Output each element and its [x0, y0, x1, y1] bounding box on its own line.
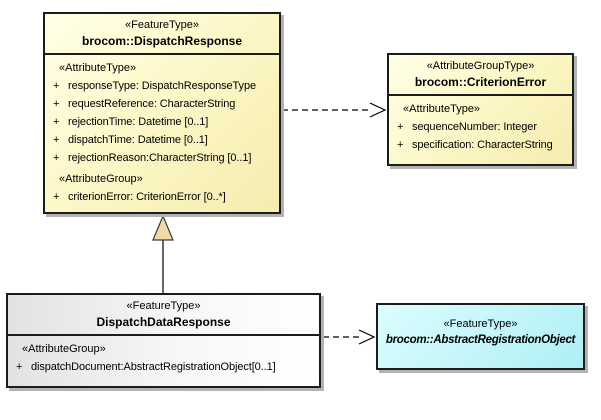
visibility-marker: + [53, 98, 60, 110]
attribute-type-stereotype: «AttributeType» [59, 62, 137, 74]
attribute-type-stereotype: «AttributeType» [403, 103, 481, 115]
generalization-triangle-icon [152, 214, 174, 241]
attribute-group-stereotype: «AttributeGroup» [22, 343, 106, 355]
attribute-text: dispatchTime: Datetime [0..1] [68, 134, 208, 146]
visibility-marker: + [53, 191, 60, 203]
attribute-row: + sequenceNumber: Integer [389, 118, 568, 136]
visibility-marker: + [397, 121, 404, 133]
class-dispatch-response[interactable]: «FeatureType» brocom::DispatchResponse «… [43, 12, 281, 214]
attribute-row: + requestReference: CharacterString [45, 95, 275, 113]
class-abstract-registration-object[interactable]: «FeatureType» brocom::AbstractRegistrati… [376, 303, 585, 370]
attribute-row: + rejectionReason:CharacterString [0..1] [45, 149, 275, 167]
generalization-dispatchdataresponse-to-dispatchresponse[interactable] [152, 214, 174, 293]
visibility-marker: + [16, 361, 23, 373]
attribute-text: rejectionReason:CharacterString [0..1] [68, 152, 252, 164]
open-arrowhead-icon [358, 329, 376, 345]
class-criterion-error[interactable]: «AttributeGroupType» brocom::CriterionEr… [387, 53, 574, 166]
class-name: brocom::CriterionError [414, 75, 547, 89]
attribute-row: + dispatchTime: Datetime [0..1] [45, 131, 275, 149]
visibility-marker: + [53, 134, 60, 146]
stereotype-label: «FeatureType» [126, 300, 201, 312]
attribute-row: + dispatchDocument:AbstractRegistrationO… [8, 358, 315, 376]
class-dispatch-data-response[interactable]: «FeatureType» DispatchDataResponse «Attr… [6, 293, 321, 388]
attribute-row: + rejectionTime: Datetime [0..1] [45, 113, 275, 131]
visibility-marker: + [53, 80, 60, 92]
open-arrowhead-icon [369, 102, 387, 118]
class-header: «FeatureType» brocom::DispatchResponse [45, 14, 279, 55]
attribute-group-stereotype: «AttributeGroup» [59, 173, 143, 185]
dependency-dispatchdataresponse-to-abstractregistrationobject[interactable] [323, 329, 376, 345]
dependency-dispatchresponse-to-criterionerror[interactable] [282, 102, 387, 118]
attribute-text: dispatchDocument:AbstractRegistrationObj… [31, 361, 276, 373]
class-header: «AttributeGroupType» brocom::CriterionEr… [389, 55, 572, 96]
attribute-text: responseType: DispatchResponseType [68, 80, 256, 92]
attributes-compartment: «AttributeGroup» + dispatchDocument:Abst… [8, 336, 319, 380]
stereotype-label: «FeatureType» [443, 318, 518, 330]
attribute-row: + responseType: DispatchResponseType [45, 77, 275, 95]
attributes-compartment: «AttributeType» + sequenceNumber: Intege… [389, 96, 572, 158]
attributes-compartment: «AttributeType» + responseType: Dispatch… [45, 55, 279, 210]
visibility-marker: + [53, 152, 60, 164]
stereotype-label: «AttributeGroupType» [426, 60, 535, 72]
attribute-text: rejectionTime: Datetime [0..1] [68, 116, 209, 128]
class-name: brocom::DispatchResponse [81, 34, 243, 48]
attribute-text: criterionError: CriterionError [0..*] [68, 191, 226, 203]
attribute-text: specification: CharacterString [412, 139, 553, 151]
stereotype-label: «FeatureType» [125, 19, 199, 31]
visibility-marker: + [397, 139, 404, 151]
attribute-row: + criterionError: CriterionError [0..*] [45, 188, 275, 206]
class-name: brocom::AbstractRegistrationObject [385, 334, 576, 346]
attribute-text: requestReference: CharacterString [68, 98, 236, 110]
attribute-row: + specification: CharacterString [389, 136, 568, 154]
visibility-marker: + [53, 116, 60, 128]
class-header: «FeatureType» DispatchDataResponse [8, 295, 319, 336]
class-header: «FeatureType» brocom::AbstractRegistrati… [378, 305, 583, 352]
class-name: DispatchDataResponse [96, 315, 231, 329]
attribute-text: sequenceNumber: Integer [412, 121, 537, 133]
